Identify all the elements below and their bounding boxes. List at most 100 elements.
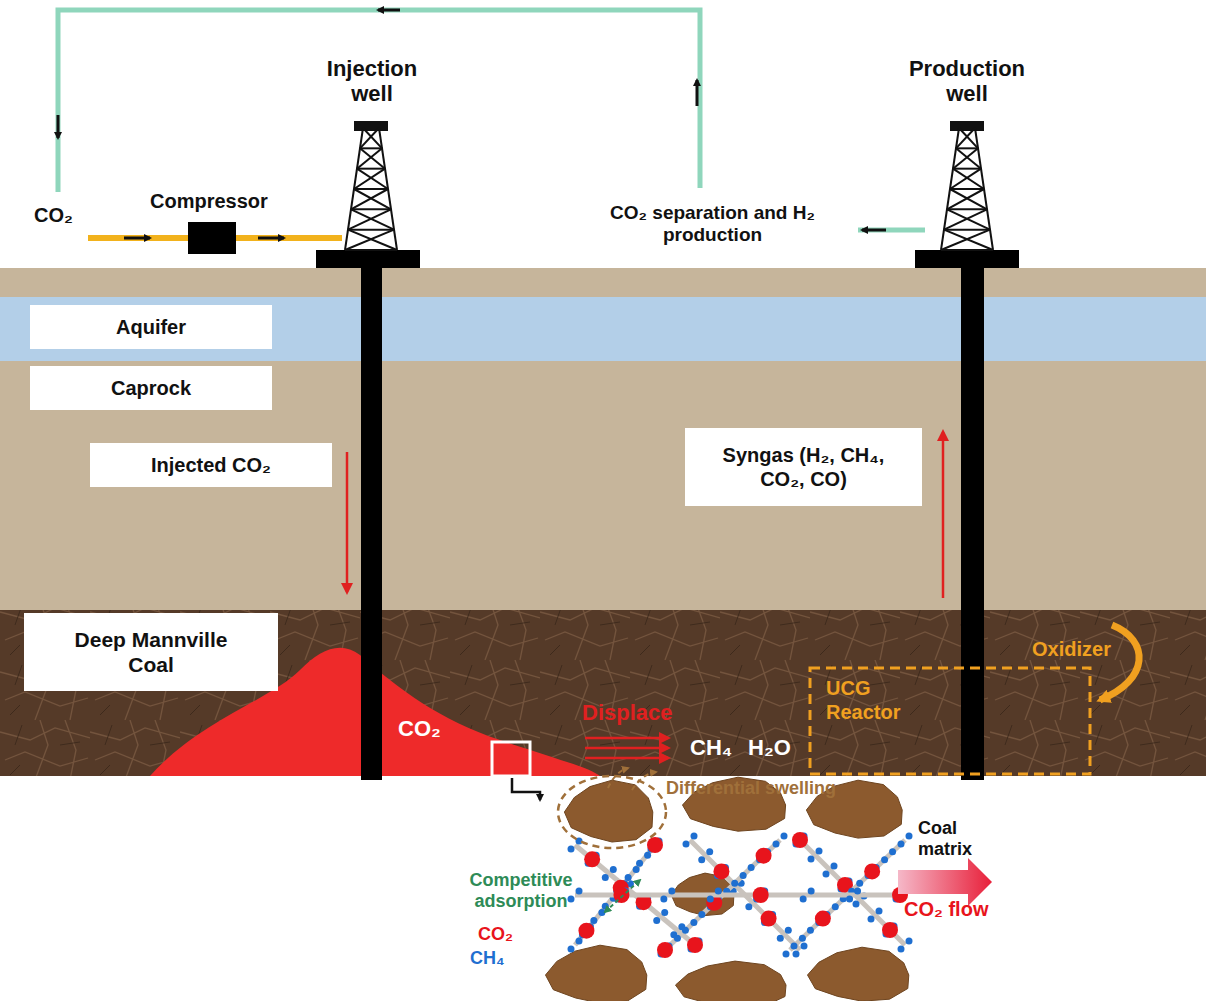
coal-grain (564, 780, 652, 842)
ch4-molecule (781, 833, 788, 840)
coal-grain (546, 945, 647, 1001)
ch4-molecule (698, 911, 705, 918)
ch4-molecule (644, 852, 651, 859)
co2-molecule (756, 848, 772, 864)
reactor-zone: UCG Reactor (810, 668, 1090, 774)
ch4-molecule (602, 874, 609, 881)
ch4-molecule (731, 880, 738, 887)
ch4-molecule (808, 888, 815, 895)
ch4-molecule (706, 848, 713, 855)
annotation-label: CO₂ (398, 716, 441, 741)
annotation-label: Production well (896, 56, 1038, 107)
ch4-molecule (660, 896, 667, 903)
annotation-label: Coal matrix (918, 818, 988, 859)
layer-label-box: Syngas (H₂, CH₄, CO₂, CO) (685, 428, 922, 506)
ch4-molecule (906, 833, 913, 840)
ch4-molecule (816, 848, 823, 855)
ch4-molecule (832, 903, 839, 910)
annotation-label: H₂O (748, 735, 791, 760)
ch4-molecule (889, 848, 896, 855)
derrick-crown (951, 122, 983, 130)
derrick-brace (354, 169, 385, 189)
derrick-brace (351, 208, 391, 210)
ch4-molecule (773, 841, 780, 848)
node-text: UCG Reactor (826, 676, 916, 724)
co2-molecule (584, 851, 600, 867)
layer-label-box: Injected CO₂ (90, 443, 332, 487)
ch4-molecule (785, 927, 792, 934)
ch4-molecule (576, 938, 583, 945)
ch4-molecule (610, 866, 617, 873)
ch4-molecule (698, 856, 705, 863)
derrick-brace (348, 229, 394, 231)
co2-molecule (753, 887, 769, 903)
node-text: Injected CO₂ (151, 453, 271, 477)
ch4-molecule (898, 946, 905, 953)
derrick-brace (354, 189, 391, 209)
ch4-molecule (633, 866, 640, 873)
annotation-label: Differential swelling (666, 778, 836, 799)
node-text: Caprock (111, 376, 191, 400)
ch4-molecule (690, 919, 697, 926)
derrick-brace (956, 147, 978, 149)
annotation-label: CH₄ (690, 735, 732, 760)
ch4-molecule (868, 916, 875, 923)
ch4-molecule (808, 856, 815, 863)
annotation-label: Competitive adsorption (466, 870, 576, 911)
annotation-label: CO₂ flow (904, 898, 988, 921)
derrick-brace (941, 230, 990, 250)
ch4-molecule (707, 896, 714, 903)
derrick-brace (357, 168, 385, 170)
node-text: Syngas (H₂, CH₄, CO₂, CO) (711, 443, 896, 491)
ch4-molecule (740, 872, 747, 879)
ch4-molecule (854, 888, 861, 895)
derrick-brace (345, 230, 394, 250)
ch4-molecule (853, 901, 860, 908)
derrick-brace (357, 169, 388, 189)
annotation-label: CO₂ separation and H₂ production (580, 202, 845, 246)
ch4-molecule (661, 909, 668, 916)
derrick-brace (351, 189, 388, 209)
ch4-molecule (715, 888, 722, 895)
ch4-molecule (801, 943, 808, 950)
derrick-brace (947, 209, 990, 229)
coal-grain (808, 947, 909, 1001)
derrick-brace (953, 168, 981, 170)
layer-label-box: Caprock (30, 366, 272, 410)
derrick-brace (944, 229, 990, 231)
ch4-molecule (881, 856, 888, 863)
ch4-molecule (777, 935, 784, 942)
derrick-brace (363, 128, 382, 148)
co2-molecule (657, 942, 673, 958)
node-text: Aquifer (116, 315, 186, 339)
ch4-molecule (783, 951, 790, 958)
derrick-brace (947, 189, 984, 209)
derrick-brace (956, 128, 975, 148)
co2-molecule (647, 837, 663, 853)
ch4-molecule (568, 946, 575, 953)
annotation-label: CH₄ (470, 948, 505, 969)
ch4-molecule (691, 833, 698, 840)
co2-molecule (578, 923, 594, 939)
derrick-brace (351, 209, 394, 229)
ch4-molecule (800, 896, 807, 903)
ch4-molecule (799, 935, 806, 942)
ch4-molecule (831, 863, 838, 870)
layer-label-box: Deep Mannville Coal (24, 613, 278, 691)
ch4-molecule (748, 864, 755, 871)
co2-molecule (761, 911, 777, 927)
co2-molecule (792, 832, 808, 848)
derrick-brace (944, 209, 987, 229)
derrick-brace (944, 230, 993, 250)
derrick-brace (953, 148, 978, 168)
ch4-molecule (745, 903, 752, 910)
derrick-brace (345, 249, 397, 251)
co2-molecule (882, 922, 898, 938)
ch4-molecule (876, 908, 883, 915)
annotation-label: Compressor (150, 190, 268, 213)
ch4-molecule (598, 909, 605, 916)
annotation-label: Injection well (310, 56, 434, 107)
ch4-molecule (856, 880, 863, 887)
derrick-brace (360, 128, 379, 148)
